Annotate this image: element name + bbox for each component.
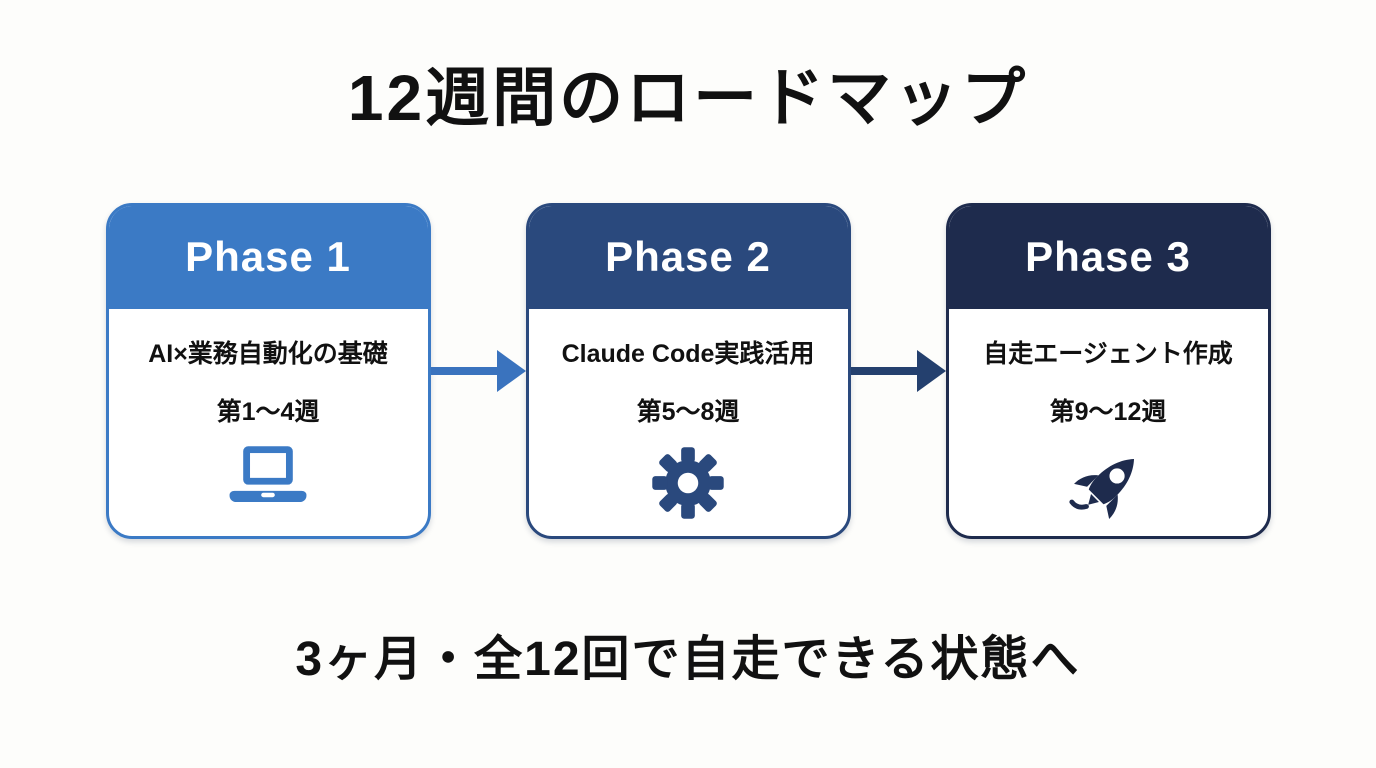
phase-3-body: 自走エージェント作成 第9〜12週	[949, 309, 1268, 536]
phase-2-card: Phase 2 Claude Code実践活用 第5〜8週	[525, 202, 851, 539]
phase-3-topic: 自走エージェント作成	[983, 339, 1233, 368]
phase-1-header: Phase 1	[108, 205, 428, 309]
footer-summary: 3ヶ月・全12回で自走できる状態へ	[295, 632, 1081, 686]
arrow-right-icon	[430, 341, 526, 401]
phases-row: Phase 1 AI×業務自動化の基礎 第1〜4週	[105, 202, 1271, 539]
phase-1-body: AI×業務自動化の基礎 第1〜4週	[109, 309, 428, 536]
arrow-right-icon	[850, 341, 946, 401]
phase-2-topic: Claude Code実践活用	[561, 339, 815, 368]
phase-2-weeks: 第5〜8週	[636, 397, 740, 426]
phase-1-label: Phase 1	[185, 233, 351, 281]
gear-icon	[650, 445, 726, 521]
phase-1-card: Phase 1 AI×業務自動化の基礎 第1〜4週	[105, 202, 431, 539]
phase-1-topic: AI×業務自動化の基礎	[148, 339, 388, 368]
phase-3-card: Phase 3 自走エージェント作成 第9〜12週	[945, 202, 1271, 539]
phase-2-header: Phase 2	[528, 205, 848, 309]
phase-3-label: Phase 3	[1025, 233, 1191, 281]
laptop-icon	[227, 445, 309, 507]
phase-3-header: Phase 3	[948, 205, 1268, 309]
phase-1-weeks: 第1〜4週	[216, 397, 320, 426]
phase-3-weeks: 第9〜12週	[1049, 397, 1167, 426]
phase-2-label: Phase 2	[605, 233, 771, 281]
phase-2-body: Claude Code実践活用 第5〜8週	[529, 309, 848, 536]
page-title: 12週間のロードマップ	[347, 62, 1029, 134]
rocket-icon	[1068, 445, 1148, 525]
